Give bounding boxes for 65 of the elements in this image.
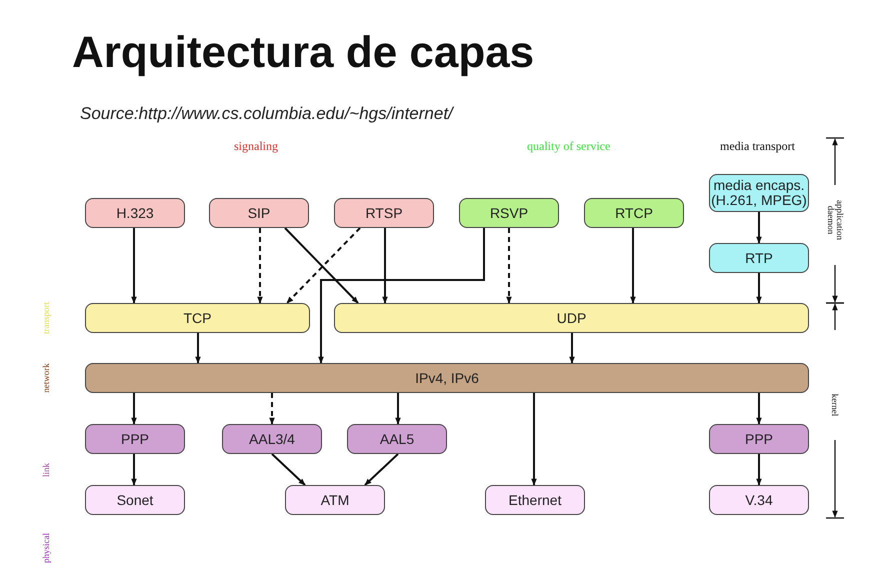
protocol-box: [709, 485, 809, 515]
arrow: [382, 228, 388, 304]
node-label: IPv4, IPv6: [415, 370, 479, 386]
protocol-box: [222, 424, 322, 454]
protocol-box: [85, 485, 185, 515]
arrow: [756, 212, 762, 244]
arrow: [257, 228, 263, 304]
column-heading: signaling: [234, 139, 278, 154]
arrow: [131, 393, 137, 425]
node-label: Sonet: [116, 492, 154, 508]
arrow: [531, 393, 537, 486]
source-note: Source:http://www.cs.columbia.edu/~hgs/internet/: [80, 104, 453, 124]
node-label: media encaps. (H.261, MPEG): [710, 178, 808, 208]
side-label: application daemon: [826, 199, 844, 242]
node-label: RTSP: [365, 206, 403, 220]
node-label: SIP: [248, 206, 270, 220]
node-label: PPP: [744, 432, 773, 446]
layer-bar: [85, 303, 310, 333]
layer-bar: [85, 363, 809, 393]
arrow: [756, 393, 762, 425]
node-label: RTP: [745, 250, 773, 266]
side-label: kernel: [830, 394, 840, 416]
arrow: [131, 228, 137, 304]
node-label: H.323: [116, 206, 154, 220]
title: Arquitectura de capas: [72, 28, 534, 78]
node-label: V.34: [745, 492, 773, 508]
node-label: AAL3/4: [249, 432, 295, 446]
protocol-box: [347, 424, 447, 454]
node-label: PPP: [120, 432, 149, 446]
protocol-box: [485, 485, 585, 515]
layer-label: link: [41, 463, 51, 477]
protocol-box: [334, 198, 434, 228]
layer-label: network: [41, 363, 51, 393]
layer-bar: [334, 303, 809, 333]
protocol-box: [709, 424, 809, 454]
arrow: [271, 453, 306, 486]
node-label: ATM: [320, 492, 350, 508]
protocol-box: [285, 485, 385, 515]
protocol-box: [459, 198, 559, 228]
protocol-box: [85, 198, 185, 228]
node-label: UDP: [556, 310, 586, 326]
node-label: TCP: [184, 310, 212, 326]
arrow: [318, 228, 485, 364]
arrow: [569, 333, 575, 364]
column-heading: quality of service: [527, 139, 610, 154]
arrow: [131, 454, 137, 486]
arrow: [756, 273, 762, 304]
node-label: Ethernet: [508, 492, 562, 508]
arrow: [506, 228, 512, 304]
arrow: [195, 333, 201, 364]
arrow: [364, 453, 399, 486]
arrow: [630, 228, 636, 304]
protocol-box: [85, 424, 185, 454]
protocol-box: [584, 198, 684, 228]
protocol-box: [209, 198, 309, 228]
column-heading: media transport: [720, 139, 795, 154]
node-label: RTCP: [615, 206, 653, 220]
node-label: RSVP: [490, 206, 528, 220]
layer-label: transport: [41, 302, 51, 334]
arrow: [269, 393, 275, 425]
layer-label: physical: [41, 533, 51, 563]
arrow: [756, 454, 762, 486]
protocol-box: [709, 243, 809, 273]
arrow: [395, 393, 401, 425]
node-label: AAL5: [380, 432, 414, 446]
